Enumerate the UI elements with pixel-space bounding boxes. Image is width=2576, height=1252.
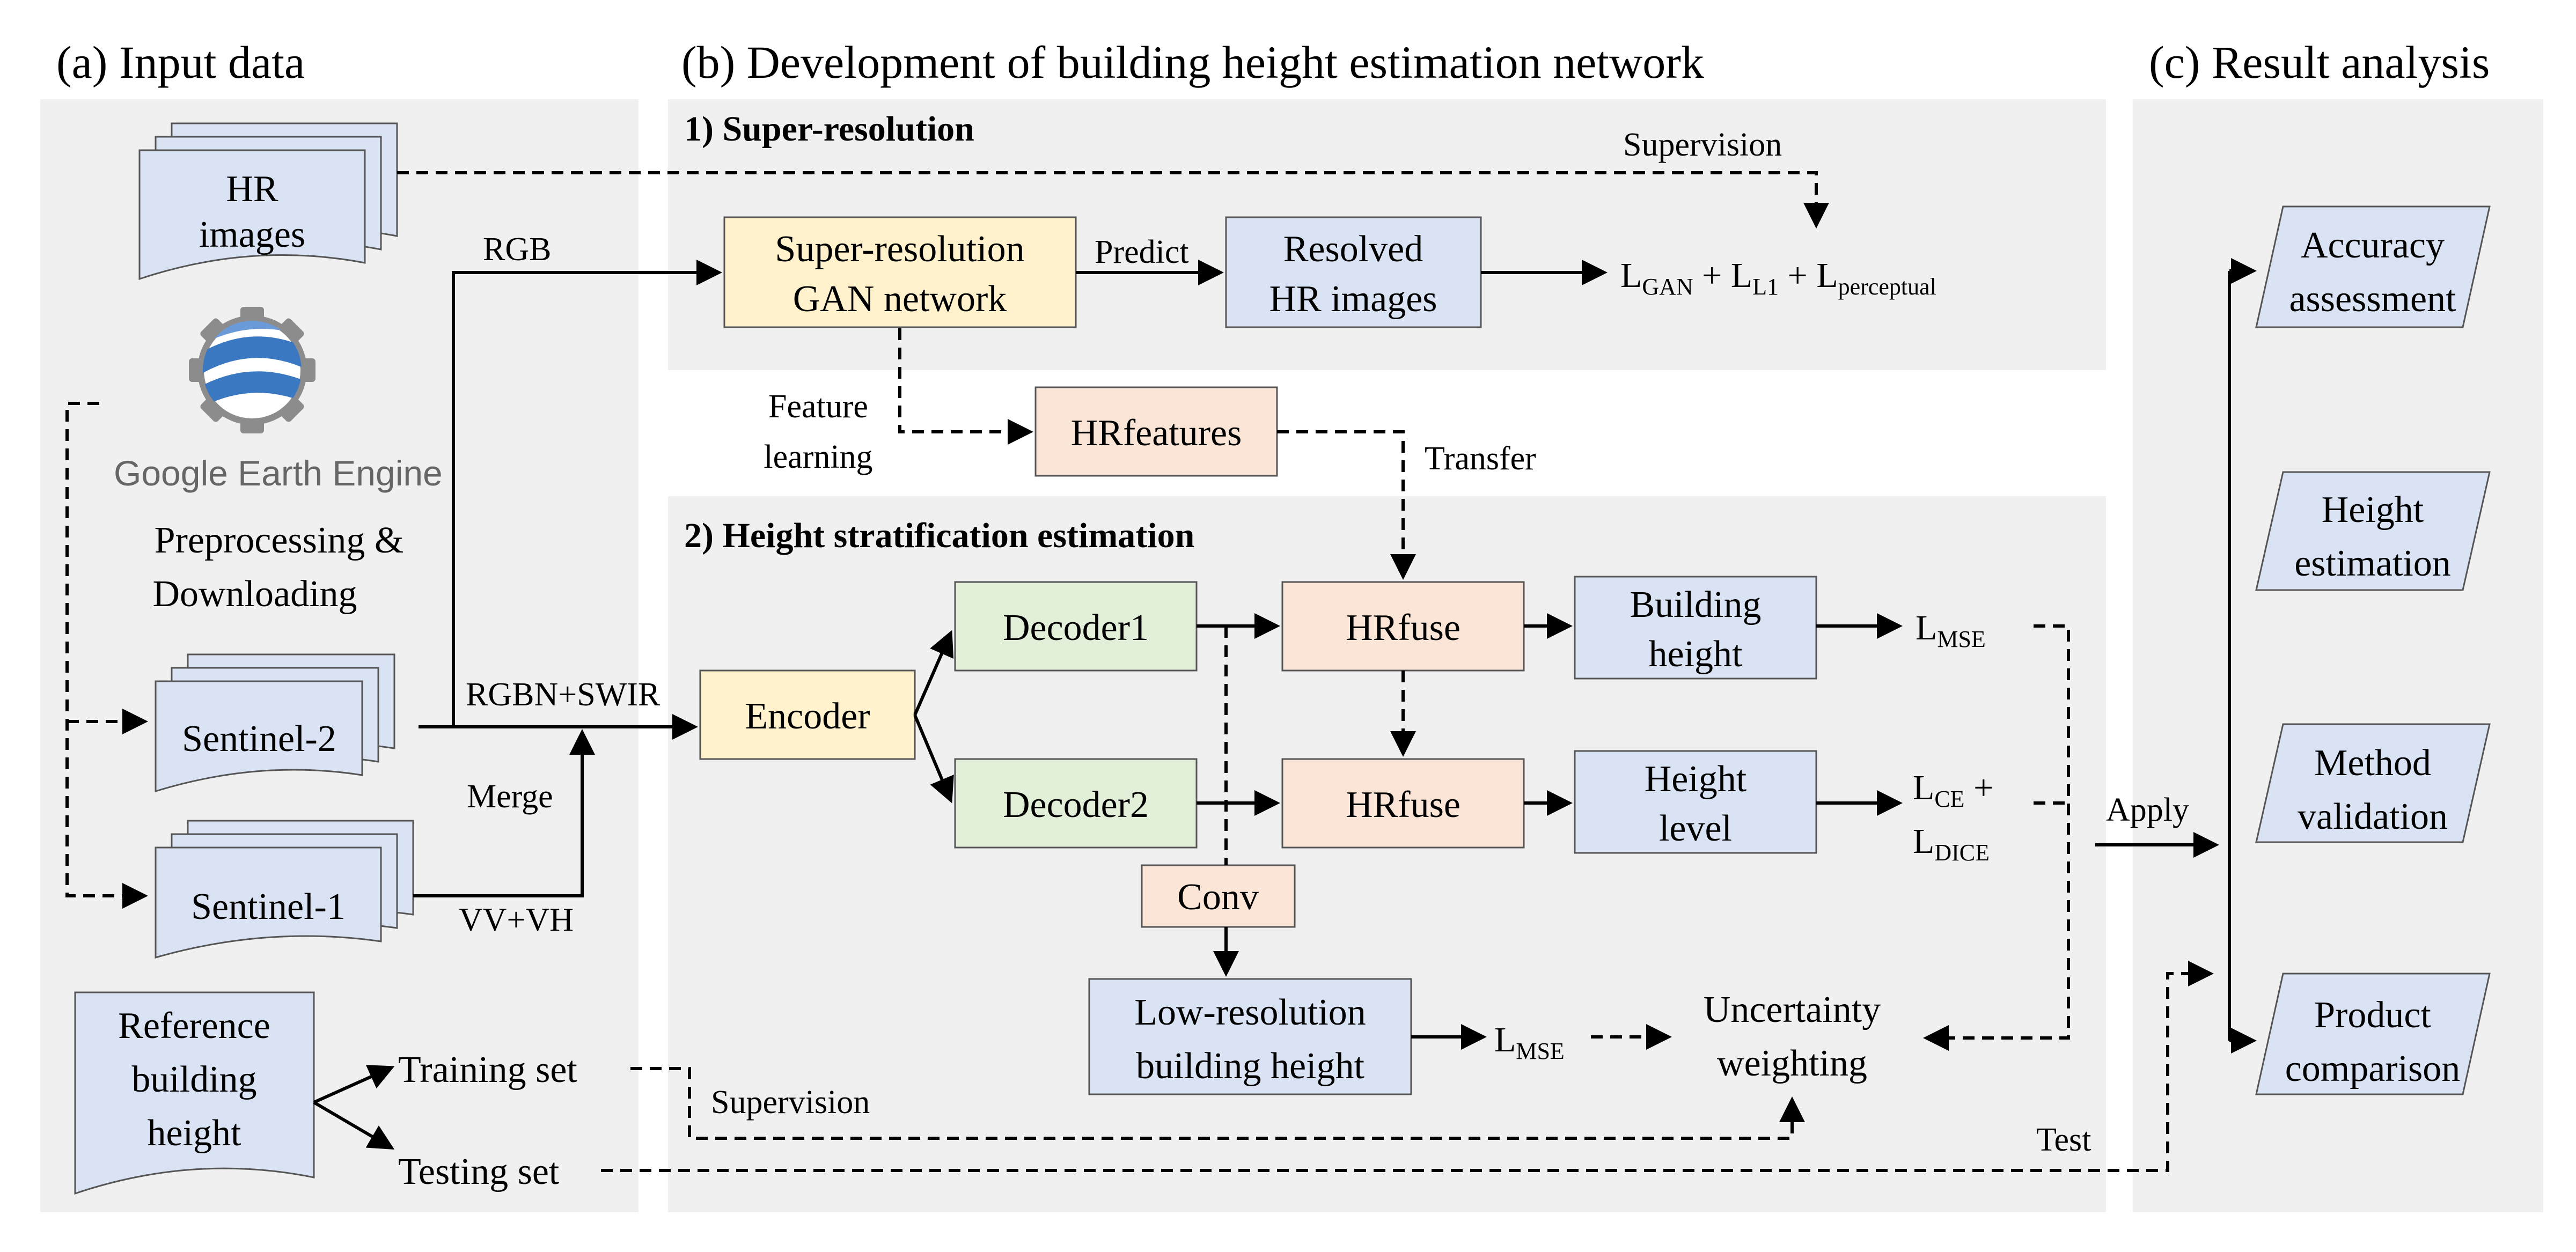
- subsection-hse: 2) Height stratification estimation: [684, 516, 1194, 555]
- conv-box: Conv: [1141, 864, 1296, 928]
- svg-text:height: height: [1649, 634, 1743, 675]
- loss-mse-building-height: LMSE: [1916, 608, 1986, 652]
- svg-text:Product: Product: [2314, 995, 2431, 1036]
- hrfuse2-box: HRfuse: [1281, 758, 1525, 849]
- svg-text:building height: building height: [1136, 1045, 1364, 1087]
- uncertainty-line1: Uncertainty: [1704, 989, 1881, 1030]
- sr-gan-box: Super-resolution GAN network: [723, 216, 1077, 328]
- svg-text:validation: validation: [2298, 796, 2448, 837]
- result-accuracy-assessment: Accuracy assessment: [2255, 205, 2491, 328]
- encoder-box: Encoder: [699, 669, 916, 760]
- sentinel-1-label: Sentinel-1: [191, 886, 346, 927]
- reference-building-height: Reference building height: [74, 991, 315, 1195]
- testing-set-label: Testing set: [398, 1151, 560, 1192]
- svg-text:Low-resolution: Low-resolution: [1134, 992, 1366, 1033]
- section-title-input: (a) Input data: [56, 36, 305, 88]
- hr-images-line2: images: [199, 214, 305, 255]
- label-transfer: Transfer: [1425, 440, 1536, 477]
- svg-text:Building: Building: [1630, 584, 1761, 625]
- building-height-box: Building height: [1574, 576, 1817, 680]
- svg-text:Google Earth Engine: Google Earth Engine: [114, 453, 443, 493]
- svg-text:Encoder: Encoder: [745, 696, 870, 737]
- label-supervision-bottom: Supervision: [711, 1084, 870, 1121]
- svg-text:GAN network: GAN network: [793, 278, 1007, 320]
- sentinel-1-stack: Sentinel-1: [155, 820, 414, 959]
- preprocess-line2: Downloading: [152, 573, 357, 615]
- hrfuse1-box: HRfuse: [1281, 581, 1525, 672]
- svg-text:Height: Height: [1645, 758, 1747, 800]
- section-title-development: (b) Development of building height estim…: [681, 36, 1704, 88]
- svg-text:HRfuse: HRfuse: [1346, 784, 1461, 826]
- svg-text:comparison: comparison: [2285, 1048, 2461, 1089]
- label-rgb: RGB: [483, 231, 551, 268]
- result-height-estimation: Height estimation: [2255, 471, 2491, 591]
- svg-text:Method: Method: [2314, 742, 2431, 784]
- decoder2-box: Decoder2: [954, 758, 1198, 849]
- svg-text:assessment: assessment: [2289, 278, 2456, 320]
- label-feature-learning-2: learning: [764, 439, 872, 475]
- svg-text:HRfeatures: HRfeatures: [1071, 413, 1242, 454]
- section-title-result: (c) Result analysis: [2149, 36, 2490, 88]
- svg-text:Decoder2: Decoder2: [1003, 784, 1149, 826]
- svg-text:Accuracy: Accuracy: [2301, 225, 2445, 266]
- svg-text:Decoder1: Decoder1: [1003, 607, 1149, 649]
- svg-text:HRfuse: HRfuse: [1346, 607, 1461, 649]
- hr-images-line1: HR: [226, 168, 278, 210]
- uncertainty-line2: weighting: [1717, 1043, 1867, 1084]
- label-predict: Predict: [1095, 234, 1189, 270]
- svg-text:Super-resolution: Super-resolution: [775, 229, 1024, 270]
- svg-text:Resolved: Resolved: [1283, 229, 1423, 270]
- result-method-validation: Method validation: [2255, 723, 2491, 843]
- label-supervision-top: Supervision: [1623, 127, 1782, 163]
- subsection-sr: 1) Super-resolution: [684, 109, 974, 149]
- svg-text:level: level: [1659, 808, 1732, 849]
- reference-line1: Reference: [118, 1005, 270, 1047]
- sr-loss: LGAN + LL1 + Lperceptual: [1620, 256, 1936, 300]
- hr-features-box: HRfeatures: [1034, 386, 1278, 477]
- label-rgbn-swir: RGBN+SWIR: [466, 676, 660, 713]
- svg-text:Conv: Conv: [1177, 877, 1259, 918]
- reference-line3: height: [148, 1113, 242, 1154]
- low-resolution-box: Low-resolution building height: [1088, 978, 1412, 1095]
- training-set-label: Training set: [398, 1049, 577, 1091]
- svg-text:HR images: HR images: [1269, 278, 1437, 320]
- loss-dice: LDICE: [1913, 822, 1990, 866]
- label-apply: Apply: [2106, 792, 2189, 828]
- decoder1-box: Decoder1: [954, 581, 1198, 672]
- sentinel-2-stack: Sentinel-2: [155, 653, 395, 793]
- google-earth-engine-logo: Google Earth Engine: [114, 307, 443, 493]
- height-level-box: Height level: [1574, 750, 1817, 854]
- resolved-hr-images-box: Resolved HR images: [1225, 216, 1482, 328]
- svg-text:Height: Height: [2322, 489, 2424, 531]
- sentinel-2-label: Sentinel-2: [182, 718, 336, 760]
- label-merge: Merge: [467, 778, 553, 815]
- label-feature-learning-1: Feature: [768, 388, 868, 425]
- hr-images-stack: HR images: [138, 122, 398, 281]
- preprocess-line1: Preprocessing &: [155, 520, 404, 561]
- reference-line2: building: [131, 1059, 256, 1100]
- loss-mse-low-resolution: LMSE: [1494, 1020, 1565, 1064]
- connectors: [65, 171, 2257, 1172]
- svg-text:estimation: estimation: [2294, 543, 2451, 584]
- gear-globe-icon: [189, 307, 315, 433]
- label-vv-vh: VV+VH: [459, 902, 574, 938]
- loss-ce-dice: LCE +: [1913, 768, 1993, 812]
- result-product-comparison: Product comparison: [2255, 973, 2491, 1095]
- label-test: Test: [2036, 1122, 2091, 1158]
